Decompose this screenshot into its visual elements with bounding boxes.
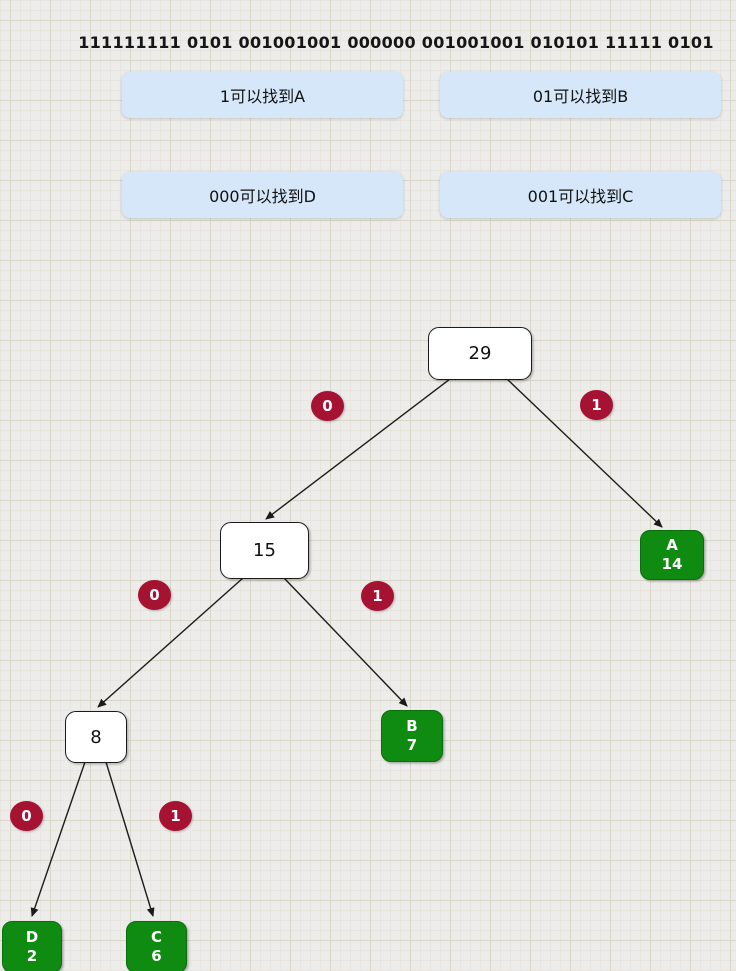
tree-node-15-value: 15 <box>253 540 276 561</box>
edge-8-to-c[interactable] <box>105 761 155 917</box>
edge-label-8-left-0[interactable]: 0 <box>10 801 43 831</box>
leaf-node-c-weight: 6 <box>151 947 162 965</box>
leaf-node-b-symbol: B <box>406 717 418 736</box>
leaf-node-b-weight: 7 <box>406 736 418 754</box>
tree-node-15[interactable]: 15 <box>220 522 309 579</box>
edge-label-root-left-0-text: 0 <box>322 397 333 415</box>
edge-root-to-15[interactable] <box>265 378 451 520</box>
legend-box-code-a[interactable]: 1可以找到A <box>122 72 403 118</box>
encoded-bit-string[interactable]: 111111111 0101 001001001 000000 00100100… <box>78 33 714 52</box>
edge-label-15-right-1[interactable]: 1 <box>361 581 394 611</box>
edge-label-8-left-0-text: 0 <box>21 807 32 825</box>
legend-box-code-a-label: 1可以找到A <box>219 87 306 106</box>
leaf-node-c-symbol: C <box>150 928 162 947</box>
leaf-node-a-weight: 14 <box>661 555 683 573</box>
tree-node-root-29-value: 29 <box>468 343 492 364</box>
leaf-node-a-symbol: A <box>666 536 678 555</box>
legend-box-code-c-label: 001可以找到C <box>527 187 634 206</box>
edge-label-8-right-1[interactable]: 1 <box>159 801 192 831</box>
leaf-node-d[interactable]: D 2 <box>2 921 62 971</box>
tree-node-root-29[interactable]: 29 <box>428 327 532 380</box>
leaf-node-d-weight: 2 <box>26 947 38 965</box>
legend-box-code-d[interactable]: 000可以找到D <box>122 172 403 218</box>
leaf-node-b[interactable]: B 7 <box>381 710 443 762</box>
tree-node-8[interactable]: 8 <box>65 711 127 763</box>
edge-label-root-left-0[interactable]: 0 <box>311 391 344 421</box>
legend-box-code-b[interactable]: 01可以找到B <box>440 72 721 118</box>
leaf-node-a[interactable]: A 14 <box>640 530 704 580</box>
leaf-node-c[interactable]: C 6 <box>126 921 187 971</box>
leaf-node-d-symbol: D <box>25 928 39 947</box>
edge-label-root-right-1[interactable]: 1 <box>580 390 613 420</box>
legend-box-code-b-label: 01可以找到B <box>532 87 629 106</box>
edge-label-15-left-0-text: 0 <box>149 586 160 604</box>
legend-box-code-c[interactable]: 001可以找到C <box>440 172 721 218</box>
legend-box-code-d-label: 000可以找到D <box>209 187 316 206</box>
edge-label-15-right-1-text: 1 <box>372 587 383 605</box>
edge-label-root-right-1-text: 1 <box>591 396 602 414</box>
edge-label-8-right-1-text: 1 <box>170 807 181 825</box>
tree-node-8-value: 8 <box>90 726 102 748</box>
edge-8-to-d[interactable] <box>30 761 86 917</box>
edge-label-15-left-0[interactable]: 0 <box>138 580 171 610</box>
